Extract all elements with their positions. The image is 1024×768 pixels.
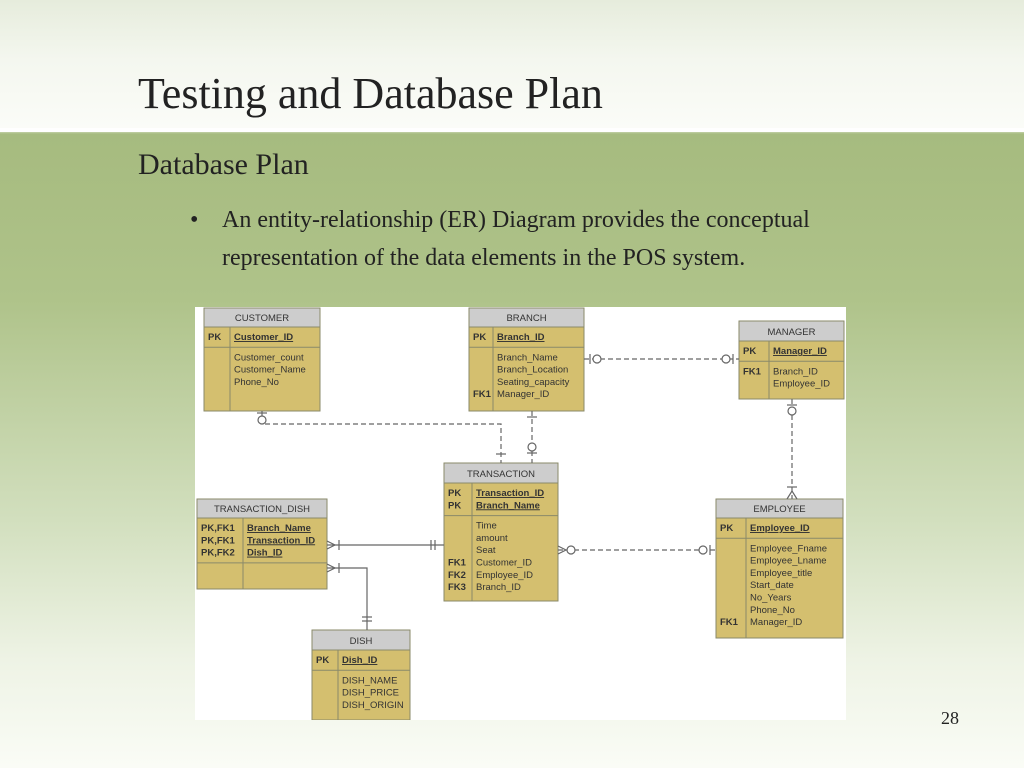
customer-attr: Phone_No [234,377,279,388]
transaction-dish-pk-attr: Dish_ID [247,548,283,559]
customer-attr: Customer_count [234,352,304,363]
transaction-dish-header [196,498,328,519]
transaction-dish-pk-attr: Transaction_ID [247,535,315,546]
transaction-fk-label: FK1 [448,558,467,569]
employee-attr: No_Years [750,593,792,604]
branch-attr: Seating_capacity [497,377,570,388]
slide-subtitle: Database Plan [138,148,309,181]
dish-header [311,629,411,651]
transaction-dish-many-mark-b [326,563,337,573]
manager-attr: Branch_ID [773,366,818,377]
transaction-zero-mark-b [566,545,576,555]
transaction-many-mark [557,545,568,555]
branch-name: BRANCH [506,313,546,324]
dish-attr: DISH_ORIGIN [342,700,404,711]
transaction-dish-pk-attr: Branch_Name [247,523,311,534]
transaction-dish-key-label: PK,FK1 [201,523,236,534]
transaction-dish-key-label: PK,FK2 [201,548,235,559]
transaction-zero-mark-a [527,442,537,452]
employee-zero-mark [698,545,708,555]
transaction-dish-many-mark [326,540,337,550]
employee-attr: Employee_Fname [750,543,827,554]
branch-zero-mark [592,354,602,364]
dish-name: DISH [350,636,373,647]
dish-attr: DISH_NAME [342,675,397,686]
employee-attr: Manager_ID [750,617,802,628]
transaction-attr: Employee_ID [476,570,533,581]
customer-zero-mark [257,415,267,425]
branch-fk-label: FK1 [473,389,492,400]
transaction-attr: Branch_ID [476,582,521,593]
branch-attr: Branch_Location [497,365,568,376]
customer-attr: Customer_Name [234,365,306,376]
branch-key-label: PK [473,332,486,343]
employee-attr: Employee_title [750,568,812,579]
transaction-entity-box [443,462,559,602]
transaction-fk-label: FK2 [448,570,466,581]
transaction-attr: Seat [476,545,496,556]
manager-key-label: PK [743,346,756,357]
transaction-attr: Customer_ID [476,558,532,569]
customer-pk-attr: Customer_ID [234,332,293,343]
manager-zero-mark-b [787,406,797,416]
title-separator [0,128,1024,132]
manager-zero-mark [721,354,731,364]
transaction-dish-name: TRANSACTION_DISH [214,504,310,515]
transaction-key-label: PK [448,500,461,511]
branch-attr: Branch_Name [497,352,558,363]
customer-name: CUSTOMER [235,313,289,324]
employee-key-label: PK [720,523,733,534]
manager-attr: Employee_ID [773,379,830,390]
manager-name: MANAGER [767,327,815,338]
bullet-text: An entity-relationship (ER) Diagram prov… [222,207,810,271]
transaction-pk-attr: Branch_Name [476,500,540,511]
branch-pk-attr: Branch_ID [497,332,545,343]
bullet-item: • An entity-relationship (ER) Diagram pr… [190,201,880,277]
transaction-dish-dish-line [327,567,368,630]
employee-fk-label: FK1 [720,617,739,628]
bullet-dot: • [190,207,199,233]
customer-transaction-line [261,411,502,463]
employee-header [715,498,844,519]
employee-attr: Start_date [750,580,794,591]
transaction-pk-attr: Transaction_ID [476,488,544,499]
transaction-dish-key-label: PK,FK1 [201,535,236,546]
manager-pk-attr: Manager_ID [773,346,827,357]
branch-header [468,307,585,328]
dish-pk-attr: Dish_ID [342,655,378,666]
page-number: 28 [941,708,959,728]
employee-attr: Employee_Lname [750,556,827,567]
slide-title: Testing and Database Plan [138,69,603,118]
dish-attr: DISH_PRICE [342,688,399,699]
employee-pk-attr: Employee_ID [750,523,810,534]
employee-many-mark [786,489,798,500]
transaction-name: TRANSACTION [467,469,535,480]
transaction-key-label: PK [448,488,461,499]
employee-attr: Phone_No [750,605,795,616]
transaction-attr: amount [476,533,508,544]
customer-key-label: PK [208,332,221,343]
branch-attr: Manager_ID [497,389,549,400]
dish-key-label: PK [316,655,329,666]
transaction-fk-label: FK3 [448,582,466,593]
customer-header [203,307,321,328]
employee-name: EMPLOYEE [753,504,805,515]
transaction-attr: Time [476,521,497,532]
manager-header [738,320,845,342]
manager-fk-label: FK1 [743,366,762,377]
